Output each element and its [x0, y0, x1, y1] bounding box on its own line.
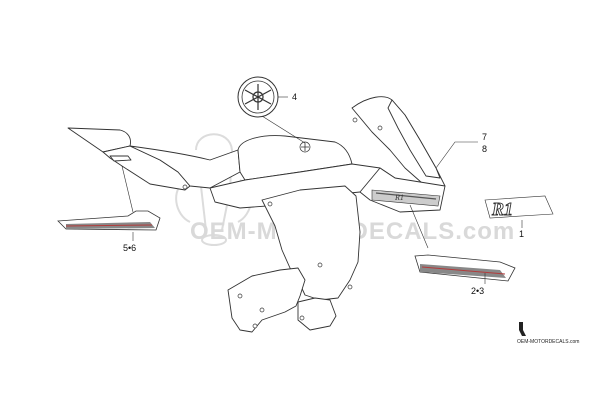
footer-logo: OEM-MOTORDECALS.com — [517, 322, 579, 345]
r1-logo-text: R1 — [491, 199, 513, 219]
lower-fairing — [227, 267, 337, 333]
side-fairing — [209, 163, 396, 301]
r1-logo-decal: R1 — [484, 195, 554, 219]
fairing-decal-text: R1 — [394, 193, 404, 202]
callout-7: 7 — [482, 132, 487, 142]
rider-logo-icon — [519, 322, 526, 336]
callout-4: 4 — [292, 92, 297, 102]
fuel-tank — [237, 135, 353, 181]
tail-cowl — [67, 127, 241, 191]
emblem-decal — [237, 76, 279, 118]
tuning-fork-icon — [244, 84, 272, 110]
callout-8: 8 — [482, 144, 487, 154]
tail-stripe-decal — [57, 210, 161, 231]
callout-5-6: 5•6 — [123, 243, 136, 253]
callout-2-3: 2•3 — [471, 286, 484, 296]
footer-logo-text: OEM-MOTORDECALS.com — [517, 339, 579, 345]
leader-lines — [121, 96, 523, 284]
lower-stripe-decal — [414, 254, 516, 282]
callouts: 4 7 8 1 2•3 5•6 — [123, 92, 524, 296]
callout-1: 1 — [519, 229, 524, 239]
front-cowl: R1 — [351, 96, 446, 213]
